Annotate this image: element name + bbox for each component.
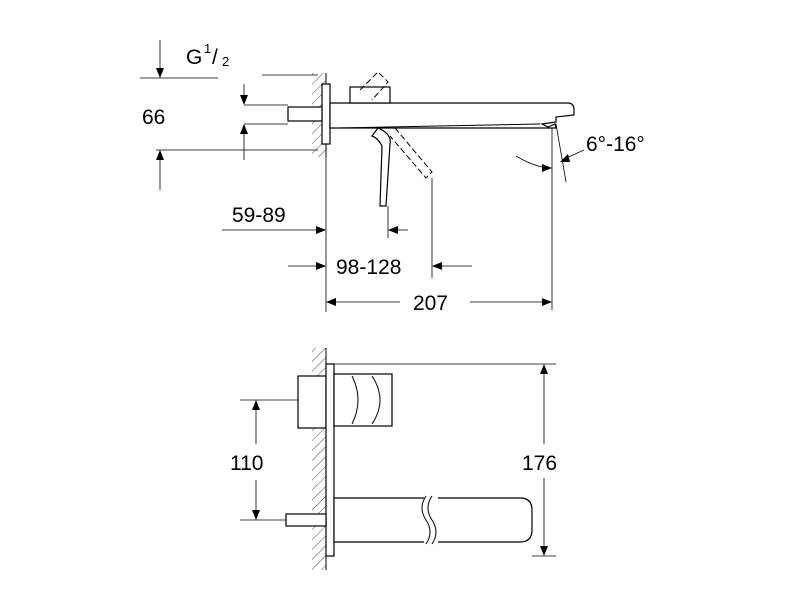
pipe-stub-side xyxy=(287,106,323,122)
lever-side xyxy=(371,127,391,207)
thread-den-label: 2 xyxy=(222,54,229,69)
projection-207-label: 207 xyxy=(413,292,448,315)
lever-alt-dashed xyxy=(359,71,389,101)
width-176-dimension: 176 xyxy=(334,363,557,557)
spacing-110-label: 110 xyxy=(230,452,263,475)
svg-text:/: / xyxy=(212,46,218,69)
height-66-label: 66 xyxy=(142,106,165,129)
spacing-110-dimension: 110 xyxy=(230,399,298,521)
thread-dimension: G 1 / 2 xyxy=(140,40,229,79)
angle-label: 6°-16° xyxy=(586,133,645,156)
spout-pipe-front xyxy=(285,513,327,527)
spout-side xyxy=(329,102,575,129)
projection-207-dimension: 207 xyxy=(326,292,552,315)
wall-plate-side xyxy=(321,83,331,145)
width-176-label: 176 xyxy=(522,452,557,475)
depth-98-128-label: 98-128 xyxy=(336,256,401,279)
height-66-dimension: 66 xyxy=(142,74,318,190)
handle-front xyxy=(333,373,393,427)
lever-mount-side xyxy=(349,86,391,104)
valve-plate-front xyxy=(297,375,327,429)
depth-59-89-label: 59-89 xyxy=(232,204,286,227)
thread-main-label: G xyxy=(186,46,202,69)
thread-num-label: 1 xyxy=(204,41,211,56)
wall-plate-front xyxy=(325,363,335,557)
depth-98-128-dimension: 98-128 xyxy=(288,178,472,279)
angle-dimension: 6°-16° xyxy=(515,123,645,310)
front-view xyxy=(285,348,533,570)
side-view xyxy=(287,71,575,207)
depth-59-89-dimension: 59-89 xyxy=(222,157,408,312)
